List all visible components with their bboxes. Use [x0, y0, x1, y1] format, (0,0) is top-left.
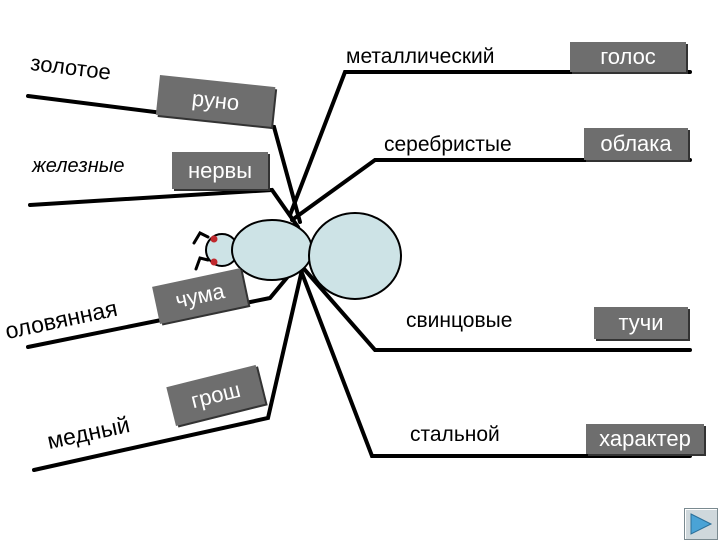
eye-bottom	[210, 258, 218, 266]
box-golos: голос	[570, 42, 686, 72]
box-kharakter: характер	[586, 424, 704, 454]
word-svintsovye: свинцовые	[406, 309, 513, 332]
word-metallicheskii: металлический	[346, 45, 495, 68]
word-stalnoi: стальной	[410, 423, 500, 446]
leg-right-3	[296, 260, 692, 352]
next-slide-button[interactable]	[684, 508, 718, 540]
leg-left-4	[32, 268, 304, 472]
word-zheleznye: железные	[32, 155, 125, 177]
eye-top	[210, 235, 218, 243]
left-mandible	[192, 231, 210, 245]
leg-right-4	[298, 266, 692, 458]
spider-abdomen	[308, 212, 402, 300]
left-mandible-2	[194, 256, 210, 271]
spider-thorax	[231, 219, 313, 281]
box-tuchi: тучи	[594, 307, 688, 339]
box-oblaka: облака	[584, 128, 688, 160]
box-nervy: нервы	[172, 152, 268, 189]
next-slide-icon	[690, 513, 713, 535]
word-serebristye: серебристые	[384, 133, 512, 156]
leg-left-1	[26, 94, 302, 224]
leg-right-2	[290, 158, 692, 222]
leg-right-1	[288, 70, 692, 217]
